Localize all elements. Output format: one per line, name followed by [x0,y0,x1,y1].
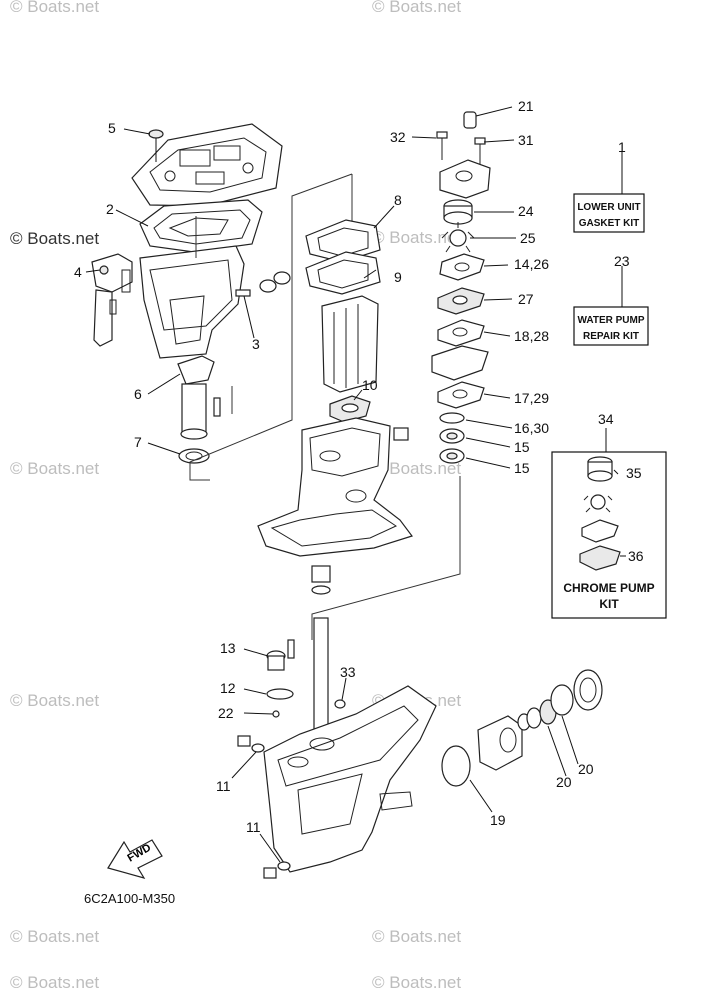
watermark: © Boats.net [10,973,99,988]
callout-3: 3 [252,336,260,352]
callout-12: 12 [220,680,236,696]
callout-35: 35 [626,465,642,481]
callout-17-29: 17,29 [514,390,549,406]
bolt-illustration [237,735,291,879]
callout-19: 19 [490,812,506,828]
watermark: © Boats.net [372,973,461,988]
callout-9: 9 [394,269,402,285]
svg-text:LOWER UNIT: LOWER UNIT [577,202,640,213]
watermark: © Boats.net [10,459,99,478]
callout-4: 4 [74,264,82,280]
callout-15b: 15 [514,460,530,476]
svg-text:WATER PUMP: WATER PUMP [577,315,644,326]
upper-casing-illustration [139,216,245,359]
shift-rod-parts-illustration [266,639,346,718]
callout-36: 36 [628,548,644,564]
svg-text:GASKET KIT: GASKET KIT [579,218,640,229]
exhaust-cover-illustration [131,123,283,207]
svg-text:REPAIR KIT: REPAIR KIT [583,331,639,342]
callout-18-28: 18,28 [514,328,549,344]
callout-11b: 11 [246,819,261,835]
lower-unit-gasket-kit-box: LOWER UNIT GASKET KIT [573,193,645,233]
callout-6: 6 [134,386,142,402]
svg-text:KIT: KIT [599,597,619,611]
fwd-arrow-icon: FWD [107,839,163,879]
gasket-illustration [139,199,263,253]
center-gaskets-illustration [305,219,381,393]
callout-25: 25 [520,230,536,246]
callout-20a: 20 [578,761,594,777]
propshaft-housing-illustration [441,669,603,787]
callout-11a: 11 [216,778,231,794]
callout-23: 23 [614,253,630,269]
watermark: © Boats.net [10,927,99,946]
water-pump-stack-illustration [431,111,491,464]
callout-8: 8 [394,192,402,208]
watermark: © Boats.net [372,459,461,478]
fitting-illustration [235,271,291,297]
diagram-code: 6C2A100-M350 [84,891,175,906]
callout-20b: 20 [556,774,572,790]
gearcase-illustration [263,617,437,873]
exhaust-guide-illustration [177,355,221,464]
callout-2: 2 [106,201,114,217]
callout-31: 31 [518,132,534,148]
callout-13: 13 [220,640,236,656]
coupling-illustration [311,565,331,595]
callout-7: 7 [134,434,142,450]
callout-numbers: 21 32 31 5 1 8 24 2 25 4 14,26 23 9 27 3… [74,98,644,835]
callout-1: 1 [618,139,626,155]
callout-34: 34 [598,411,614,427]
callout-27: 27 [518,291,534,307]
callout-10: 10 [362,377,378,393]
watermark: © Boats.net [10,691,99,710]
callout-14-26: 14,26 [514,256,549,272]
callout-33: 33 [340,664,356,680]
callout-24: 24 [518,203,534,219]
watermark: © Boats.net [372,0,461,16]
callout-32: 32 [390,129,406,145]
callout-21: 21 [518,98,534,114]
driveshaft-housing-illustration [257,417,413,557]
callout-22: 22 [218,705,234,721]
callout-5: 5 [108,120,116,136]
watermark: © Boats.net [372,228,461,247]
bracket-illustration [91,253,133,347]
svg-text:CHROME PUMP: CHROME PUMP [563,581,654,595]
chrome-pump-kit-box: CHROME PUMP KIT [551,451,667,619]
leader-lines [85,106,626,863]
callout-16-30: 16,30 [514,420,549,436]
watermark: © Boats.net [10,0,99,16]
watermark: © Boats.net [372,927,461,946]
watermark-dark: © Boats.net [10,229,99,248]
water-pump-repair-kit-box: WATER PUMP REPAIR KIT [573,306,649,346]
plate-illustration [329,395,371,423]
callout-15a: 15 [514,439,530,455]
